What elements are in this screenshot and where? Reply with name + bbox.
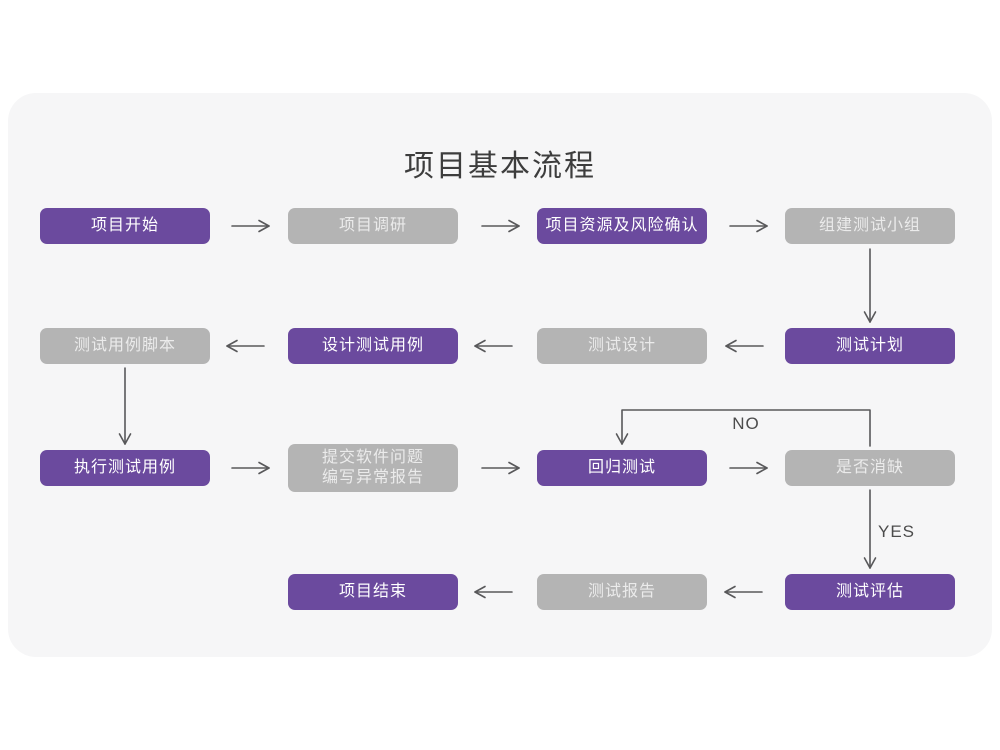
node-execute-test-cases: 执行测试用例	[40, 450, 210, 486]
node-project-research: 项目调研	[288, 208, 458, 244]
node-build-test-team: 组建测试小组	[785, 208, 955, 244]
node-submit-issue-line1: 提交软件问题	[321, 449, 424, 466]
node-design-test-cases: 设计测试用例	[288, 328, 458, 364]
node-regression-test: 回归测试	[537, 450, 707, 486]
node-submit-issue-line2: 编写异常报告	[321, 469, 424, 486]
node-project-start: 项目开始	[40, 208, 210, 244]
node-submit-issue-report: 提交软件问题 编写异常报告	[288, 444, 458, 492]
node-test-case-script: 测试用例脚本	[40, 328, 210, 364]
node-test-plan: 测试计划	[785, 328, 955, 364]
node-defect-cleared: 是否消缺	[785, 450, 955, 486]
node-project-end: 项目结束	[288, 574, 458, 610]
node-resources-risk: 项目资源及风险确认	[537, 208, 707, 244]
node-test-report: 测试报告	[537, 574, 707, 610]
edge-label-no: NO	[732, 414, 760, 433]
diagram-title: 项目基本流程	[404, 150, 596, 183]
node-test-design: 测试设计	[537, 328, 707, 364]
node-test-evaluation: 测试评估	[785, 574, 955, 610]
flowchart-card	[8, 93, 992, 657]
edge-label-yes: YES	[878, 522, 916, 541]
